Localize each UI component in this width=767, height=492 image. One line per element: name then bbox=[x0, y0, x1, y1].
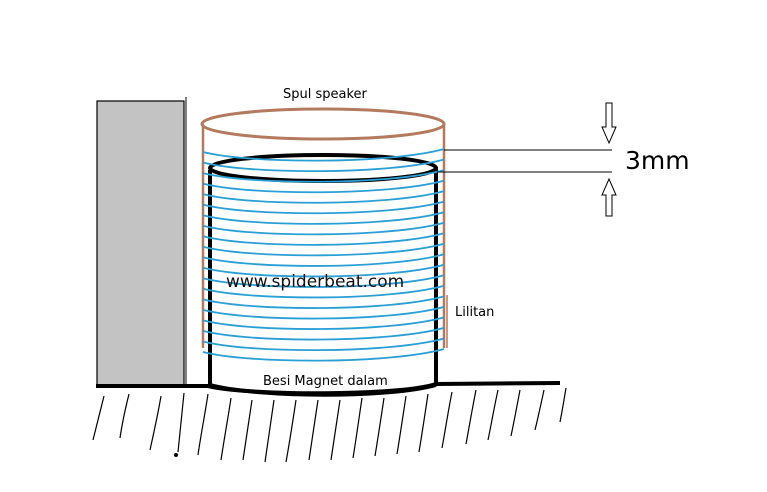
winding-turn bbox=[202, 274, 445, 288]
winding-turn bbox=[202, 327, 445, 341]
winding-turn bbox=[202, 306, 445, 320]
inner-magnet-label: Besi Magnet dalam bbox=[263, 374, 388, 389]
winding-turn bbox=[202, 148, 445, 162]
winding-turn bbox=[202, 348, 445, 362]
winding-turn bbox=[202, 253, 445, 267]
winding-turns bbox=[202, 148, 445, 362]
gap-measurement-label: 3mm bbox=[625, 146, 690, 175]
winding-turn bbox=[202, 179, 445, 194]
winding-turn bbox=[202, 211, 445, 225]
winding-turn bbox=[202, 316, 445, 330]
winding-turn bbox=[202, 190, 445, 204]
winding-turn bbox=[202, 242, 445, 257]
gap-arrow-down bbox=[601, 102, 617, 145]
watermark-text: www.spiderbeat.com bbox=[226, 272, 405, 292]
winding-turn bbox=[202, 337, 445, 352]
winding-turn bbox=[202, 200, 445, 215]
winding-turn bbox=[202, 284, 445, 299]
coil-former-label: Spul speaker bbox=[283, 87, 367, 102]
coil-former-top bbox=[200, 107, 446, 141]
winding-turn bbox=[202, 221, 445, 236]
inner-magnet-bottom bbox=[209, 383, 437, 397]
side-block bbox=[96, 100, 185, 388]
winding-turn bbox=[202, 232, 445, 246]
winding-turn bbox=[202, 169, 445, 183]
gap-arrow-up bbox=[601, 177, 617, 217]
winding-turn bbox=[202, 295, 445, 309]
ink-dot bbox=[174, 453, 178, 457]
ground-hatching bbox=[92, 387, 567, 463]
winding-label: Lilitan bbox=[455, 305, 495, 320]
winding-turn bbox=[202, 158, 445, 173]
winding-turn bbox=[202, 263, 445, 278]
